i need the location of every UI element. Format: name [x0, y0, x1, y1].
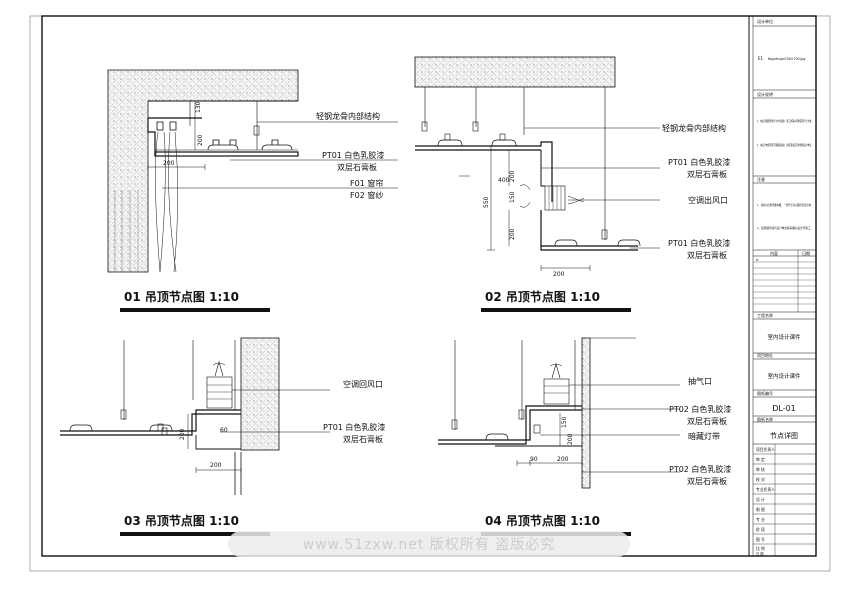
role-11: 日 期: [756, 551, 763, 556]
d01-dim-200-v: 200: [197, 134, 204, 146]
d02-dim-200-h: 200: [553, 271, 565, 278]
design-unit-label: 设计单位: [757, 18, 773, 24]
role-6: 制 图: [756, 507, 765, 512]
d02-dim-200-b: 200: [509, 228, 516, 240]
d02-pt01-label-b: PT01 白色乳胶漆: [668, 238, 730, 248]
detail-03: [60, 337, 330, 495]
role-0: 项目负责人: [756, 447, 775, 452]
detail-02: [414, 56, 660, 271]
role-7: 专 业: [756, 517, 765, 522]
slab-hatch-02: [414, 56, 616, 88]
revision-col-date: 日期: [802, 250, 810, 256]
notes-title: 注意: [757, 176, 765, 182]
watermark: www.51zxw.net 版权所有 盗版必究: [228, 531, 630, 557]
d04-pt02-label: PT02 白色乳胶漆: [669, 404, 731, 414]
d04-hidden-light-label: 暗藏灯带: [688, 431, 720, 441]
detail-01-caption: 01 吊顶节点图 1:10: [120, 289, 270, 312]
d03-dim-200-h: 200: [210, 462, 222, 469]
role-8: 阶 段: [756, 527, 765, 532]
role-5: 设 计: [756, 497, 765, 502]
d02-dim-550: 550: [483, 196, 490, 208]
d03-caption: 03 吊顶节点图 1:10: [124, 513, 239, 528]
detail-01-text: 130 200 200 轻钢龙骨内部结构 PT01 白色乳胶漆 双层石膏板 F0…: [163, 101, 384, 200]
revision-first-row: A: [756, 258, 759, 262]
logo-file: Nojodisign700×700.jpg: [768, 57, 805, 61]
wall-hatch-04: [581, 337, 591, 489]
role-9: 图 号: [756, 537, 765, 542]
role-3: 校 对: [756, 477, 765, 482]
detail-02-text: 200 400 550 150 200 200 轻钢龙骨内部结构 PT01 白色…: [483, 123, 730, 278]
role-4: 专业负责人: [756, 487, 775, 492]
drawing-no: DL-01: [772, 404, 796, 413]
d03-dim-200-v: 200: [179, 428, 186, 440]
d01-gypsum-label: 双层石膏板: [337, 162, 377, 172]
wall-hatch-03: [240, 337, 280, 451]
detail-04: [438, 337, 680, 489]
project-name: 室内设计课件: [767, 333, 801, 341]
drawing-name-label: 图纸名称: [757, 416, 773, 422]
d02-gypsum-label: 双层石膏板: [687, 169, 727, 179]
design-notes-1: 1、本设计图纸所用尺寸均为毫米，施工时需以现场实际尺寸为准。: [757, 118, 813, 123]
detail-03-caption: 03 吊顶节点图 1:10: [120, 513, 270, 536]
d01-f01-label: F01 窗帘: [350, 178, 383, 188]
d04-dim-150: 150: [561, 416, 568, 428]
detail-02-caption: 02 吊顶节点图 1:10: [481, 289, 631, 312]
role-1: 审 定: [756, 457, 765, 462]
detail-03-text: 200 60 200 空调回风口 PT01 白色乳胶漆 双层石膏板: [179, 379, 385, 469]
project-address-label: 项目地址: [757, 352, 773, 358]
d03-pt01-label: PT01 白色乳胶漆: [323, 422, 385, 432]
d04-dim-90: 90: [530, 456, 538, 463]
drawing-no-label: 图纸编号: [757, 390, 773, 396]
d01-keel-label: 轻钢龙骨内部结构: [316, 111, 380, 121]
d01-f02-label: F02 窗纱: [350, 190, 383, 200]
drawing-name: 节点详图: [770, 431, 798, 440]
d01-dim-130: 130: [195, 101, 202, 113]
design-notes-2: 2、本设计未经同意不得擅自改动，如有变动应及时通知设计单位。: [757, 142, 813, 147]
project-name-label: 工程名称: [757, 312, 773, 318]
d02-pt01-label: PT01 白色乳胶漆: [668, 157, 730, 167]
role-10: 比 例: [756, 546, 765, 551]
d03-gypsum-label: 双层石膏板: [343, 434, 383, 444]
project-address: 室内设计课件: [767, 372, 801, 380]
d04-gypsum-label-b: 双层石膏板: [687, 476, 727, 486]
d04-gypsum-label: 双层石膏板: [687, 416, 727, 426]
d02-keel-label: 轻钢龙骨内部结构: [662, 123, 726, 133]
logo-code: E1: [758, 56, 764, 61]
d04-dim-200-v: 200: [567, 433, 574, 445]
d03-caption-underline: [120, 532, 270, 536]
d02-dim-150: 150: [509, 191, 516, 203]
notes-2: 2、如有疑问请与设计单位联系确认后方可施工。: [757, 225, 813, 230]
d01-caption-underline: [120, 308, 270, 312]
detail-04-text: 150 200 90 200 抽气口 PT02 白色乳胶漆 双层石膏板 暗藏灯带…: [530, 376, 731, 486]
d02-dim-400: 400: [498, 177, 510, 184]
d02-caption: 02 吊顶节点图 1:10: [485, 289, 600, 304]
title-block-text: 设计单位 E1 Nojodisign700×700.jpg 设计说明 1、本设计…: [756, 18, 813, 556]
d03-dim-60: 60: [220, 427, 228, 434]
d04-pt02-label-b: PT02 白色乳胶漆: [669, 464, 731, 474]
d04-caption: 04 吊顶节点图 1:10: [485, 513, 600, 528]
design-notes-title: 设计说明: [757, 91, 773, 97]
d03-ac-return-label: 空调回风口: [343, 379, 383, 389]
d04-exhaust-label: 抽气口: [688, 376, 712, 386]
d01-caption: 01 吊顶节点图 1:10: [124, 289, 239, 304]
d01-pt01-label: PT01 白色乳胶漆: [322, 150, 384, 160]
title-block: [748, 15, 817, 557]
d04-dim-200-h: 200: [557, 456, 569, 463]
notes-1: 1、请勿以比例测量本图，一切尺寸请以图示标注为准。: [757, 202, 813, 207]
revision-col-content: 内容: [770, 250, 778, 256]
d02-gypsum-label-b: 双层石膏板: [687, 250, 727, 260]
role-2: 审 核: [756, 467, 765, 472]
d02-caption-underline: [481, 308, 631, 312]
slab-hatch-01: [107, 69, 299, 273]
detail-01: [107, 69, 398, 273]
d02-ac-outlet-label: 空调出风口: [688, 195, 728, 205]
d01-dim-200-h: 200: [163, 160, 175, 167]
d02-dim-200-a: 200: [509, 170, 516, 182]
